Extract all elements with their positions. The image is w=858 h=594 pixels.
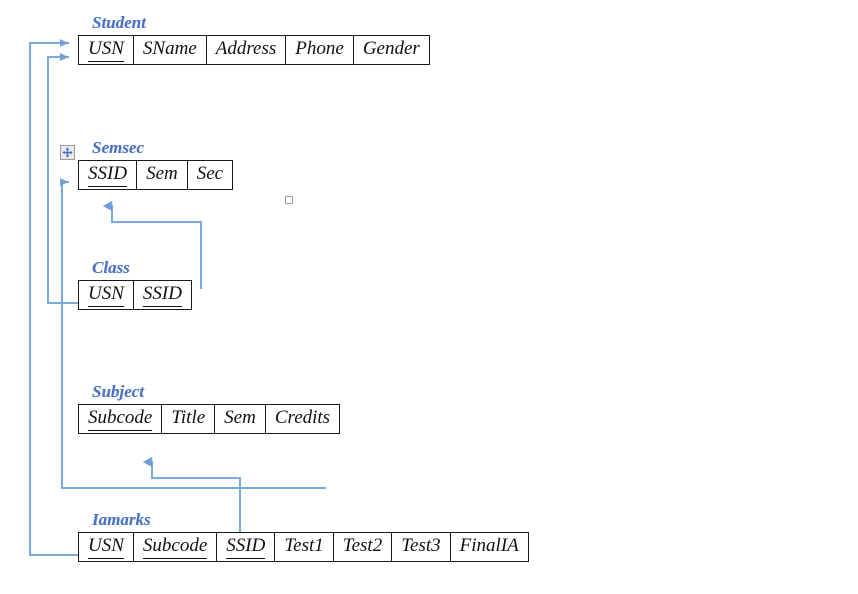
attribute-row-student: USN SName Address Phone Gender	[78, 35, 430, 65]
attribute-iamarks-usn[interactable]: USN	[79, 533, 134, 561]
entity-table-iamarks[interactable]: Iamarks USN Subcode SSID Test1 Test2 Tes…	[78, 511, 529, 562]
attribute-student-phone[interactable]: Phone	[286, 36, 354, 64]
attribute-class-usn[interactable]: USN	[79, 281, 134, 309]
resize-handle-icon[interactable]	[285, 196, 293, 204]
attribute-iamarks-finalia[interactable]: FinalIA	[459, 535, 519, 556]
attribute-subject-subcode[interactable]: Subcode	[79, 405, 163, 433]
move-4way-glyph	[62, 147, 73, 158]
connector-class-ssid-to-semsec-ssid	[102, 200, 202, 289]
table-title-class: Class	[92, 258, 130, 277]
attribute-iamarks-ssid[interactable]: SSID	[217, 533, 276, 561]
attribute-class-ssid[interactable]: SSID	[134, 281, 191, 309]
attribute-row-semsec: SSID Sem Sec	[78, 160, 234, 190]
attribute-student-gender[interactable]: Gender	[362, 38, 420, 59]
table-title-subject: Subject	[92, 382, 144, 401]
attribute-iamarks-subcode[interactable]: Subcode	[134, 533, 218, 561]
connector-iamarks-subcode-to-subject-subcode	[142, 456, 241, 541]
attribute-student-sname[interactable]: SName	[134, 36, 207, 64]
connector-iamarks-usn-to-student-usn	[29, 39, 79, 556]
attribute-subject-credits[interactable]: Credits	[274, 407, 331, 428]
table-title-student: Student	[92, 13, 146, 32]
entity-table-subject[interactable]: Subject Subcode Title Sem Credits	[78, 382, 341, 434]
attribute-iamarks-test1[interactable]: Test1	[275, 533, 334, 561]
attribute-semsec-sem[interactable]: Sem	[137, 161, 188, 189]
attribute-student-address[interactable]: Address	[207, 36, 287, 64]
move-4way-icon[interactable]	[60, 145, 75, 160]
attribute-student-usn[interactable]: USN	[79, 36, 134, 64]
entity-table-student[interactable]: Student USN SName Address Phone Gender	[78, 14, 430, 65]
attribute-row-class: USN SSID	[78, 280, 192, 310]
attribute-iamarks-test3[interactable]: Test3	[392, 533, 451, 561]
attribute-semsec-sec[interactable]: Sec	[196, 163, 224, 184]
table-title-semsec: Semsec	[92, 138, 144, 157]
attribute-subject-sem[interactable]: Sem	[215, 405, 266, 433]
attribute-subject-title[interactable]: Title	[162, 405, 216, 433]
entity-table-semsec[interactable]: Semsec SSID Sem Sec	[78, 138, 234, 190]
attribute-row-iamarks: USN Subcode SSID Test1 Test2 Test3 Final…	[78, 532, 529, 562]
attribute-row-subject: Subcode Title Sem Credits	[78, 404, 341, 434]
connector-iamarks-ssid-to-semsec-ssid	[60, 178, 326, 489]
entity-table-class[interactable]: Class USN SSID	[78, 259, 192, 310]
attribute-iamarks-test2[interactable]: Test2	[334, 533, 393, 561]
table-title-iamarks: Iamarks	[92, 510, 151, 529]
attribute-semsec-ssid[interactable]: SSID	[79, 161, 138, 189]
